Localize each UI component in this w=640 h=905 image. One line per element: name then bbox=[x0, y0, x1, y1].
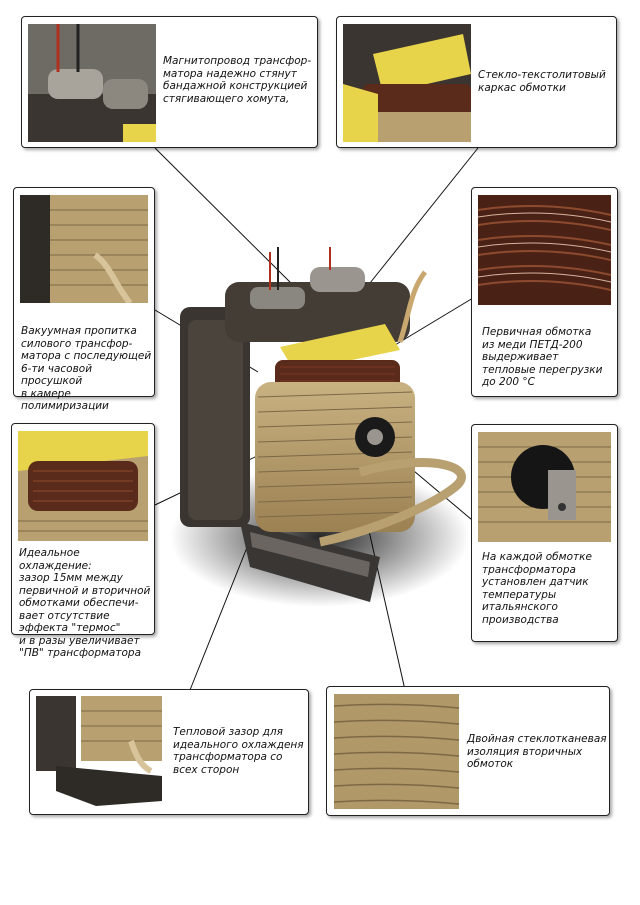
callout-insulation: Двойная стеклотканевая изоляция вторичны… bbox=[326, 686, 610, 816]
sensor-photo bbox=[478, 432, 611, 542]
primary-photo bbox=[478, 195, 611, 305]
clamp-caption: Магнитопровод трансфор- матора надежно с… bbox=[163, 55, 312, 105]
callout-clamp: Магнитопровод трансфор- матора надежно с… bbox=[21, 16, 318, 148]
impregnation-photo bbox=[20, 195, 148, 303]
gap-caption: Тепловой зазор для идеального охлажденя … bbox=[173, 726, 304, 776]
insulation-photo bbox=[334, 694, 459, 809]
primary-caption: Первичная обмотка из меди ПЕТД-200 выдер… bbox=[482, 326, 603, 388]
frame-photo bbox=[343, 24, 471, 142]
cooling-photo bbox=[18, 431, 148, 541]
transformer-photo bbox=[170, 232, 470, 617]
callout-frame: Стекло-текстолитовый каркас обмотки bbox=[336, 16, 617, 148]
callout-cooling: Идеальное охлаждение: зазор 15мм между п… bbox=[11, 423, 155, 659]
callout-gap: Тепловой зазор для идеального охлажденя … bbox=[29, 689, 309, 815]
frame-caption: Стекло-текстолитовый каркас обмотки bbox=[478, 69, 606, 94]
impregnation-caption: Вакуумная пропитка силового трансфор- ма… bbox=[21, 325, 152, 412]
cooling-caption: Идеальное охлаждение: зазор 15мм между п… bbox=[19, 547, 151, 659]
insulation-caption: Двойная стеклотканевая изоляция вторичны… bbox=[467, 733, 607, 770]
clamp-photo bbox=[28, 24, 156, 142]
gap-photo bbox=[36, 696, 162, 806]
sensor-caption: На каждой обмотке трансформатора установ… bbox=[482, 551, 592, 626]
callout-sensor: На каждой обмотке трансформатора установ… bbox=[471, 424, 618, 642]
callout-primary: Первичная обмотка из меди ПЕТД-200 выдер… bbox=[471, 187, 618, 397]
callout-impregnation: Вакуумная пропитка силового трансфор- ма… bbox=[13, 187, 155, 412]
